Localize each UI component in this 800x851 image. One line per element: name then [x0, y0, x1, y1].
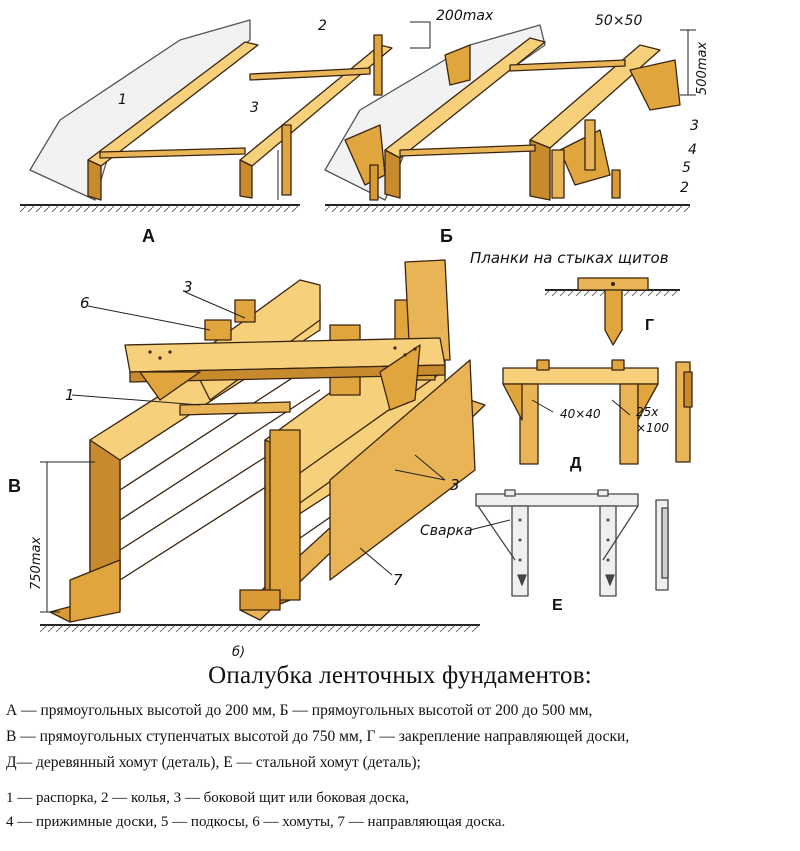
welding-label: Сварка [420, 523, 473, 539]
dim-50x50: 50×50 [595, 13, 642, 29]
panel-b-letter: Б [440, 226, 453, 246]
panel-d-drawing [502, 359, 693, 465]
callout-2-b: 2 [680, 180, 689, 196]
callout-3-v-right: 3 [450, 476, 460, 494]
panel-e-drawing [469, 489, 669, 597]
caption-line-3: Д— деревянный хомут (деталь), Е — стальн… [6, 754, 421, 771]
subfigure-b: б) [232, 645, 245, 660]
dim-40x40: 40×40 [560, 407, 601, 421]
dim-500max: 500max [695, 42, 710, 95]
panel-g-drawing [545, 277, 680, 346]
panel-a-drawing [20, 19, 393, 212]
panel-v-drawing [40, 259, 486, 632]
callout-7-v: 7 [393, 571, 403, 589]
planks-label: Планки на стыках щитов [470, 249, 669, 267]
callout-3-a: 3 [250, 100, 259, 116]
callout-1-v: 1 [65, 386, 75, 404]
panel-e-letter: Е [552, 597, 563, 614]
panel-v-letter: В [8, 476, 21, 496]
caption-line-1: А — прямоугольных высотой до 200 мм, Б —… [6, 702, 593, 719]
callout-3-b: 3 [690, 118, 699, 134]
legend-line-2: 4 — прижимные доски, 5 — подкосы, 6 — хо… [6, 814, 506, 830]
dim-x100: ×100 [636, 421, 669, 435]
caption-line-2: В — прямоугольных ступенчатых высотой до… [6, 728, 630, 745]
panel-g-letter: Г [645, 317, 654, 334]
callout-1-a: 1 [118, 92, 127, 108]
caption-title: Опалубка ленточных фундаментов: [208, 662, 592, 689]
callout-2-a: 2 [318, 18, 327, 34]
panel-d-letter: Д [570, 455, 582, 472]
callout-5-b: 5 [682, 160, 691, 176]
panel-a-letter: А [142, 226, 155, 246]
legend-line-1: 1 — распорка, 2 — колья, 3 — боковой щит… [6, 790, 410, 806]
dim-200max: 200max [436, 8, 494, 24]
dim-25x: 25x [636, 405, 659, 419]
dim-750max: 750max [29, 537, 44, 590]
callout-6-v: 6 [80, 294, 90, 312]
callout-3-v: 3 [183, 278, 193, 296]
panel-b-drawing [324, 24, 696, 212]
callout-4-b: 4 [688, 142, 697, 158]
formwork-illustration: А Б В Г Д Е 200max 50×50 500max 750max 4… [8, 8, 710, 660]
caption: Опалубка ленточных фундаментов: А — прям… [0, 662, 800, 834]
